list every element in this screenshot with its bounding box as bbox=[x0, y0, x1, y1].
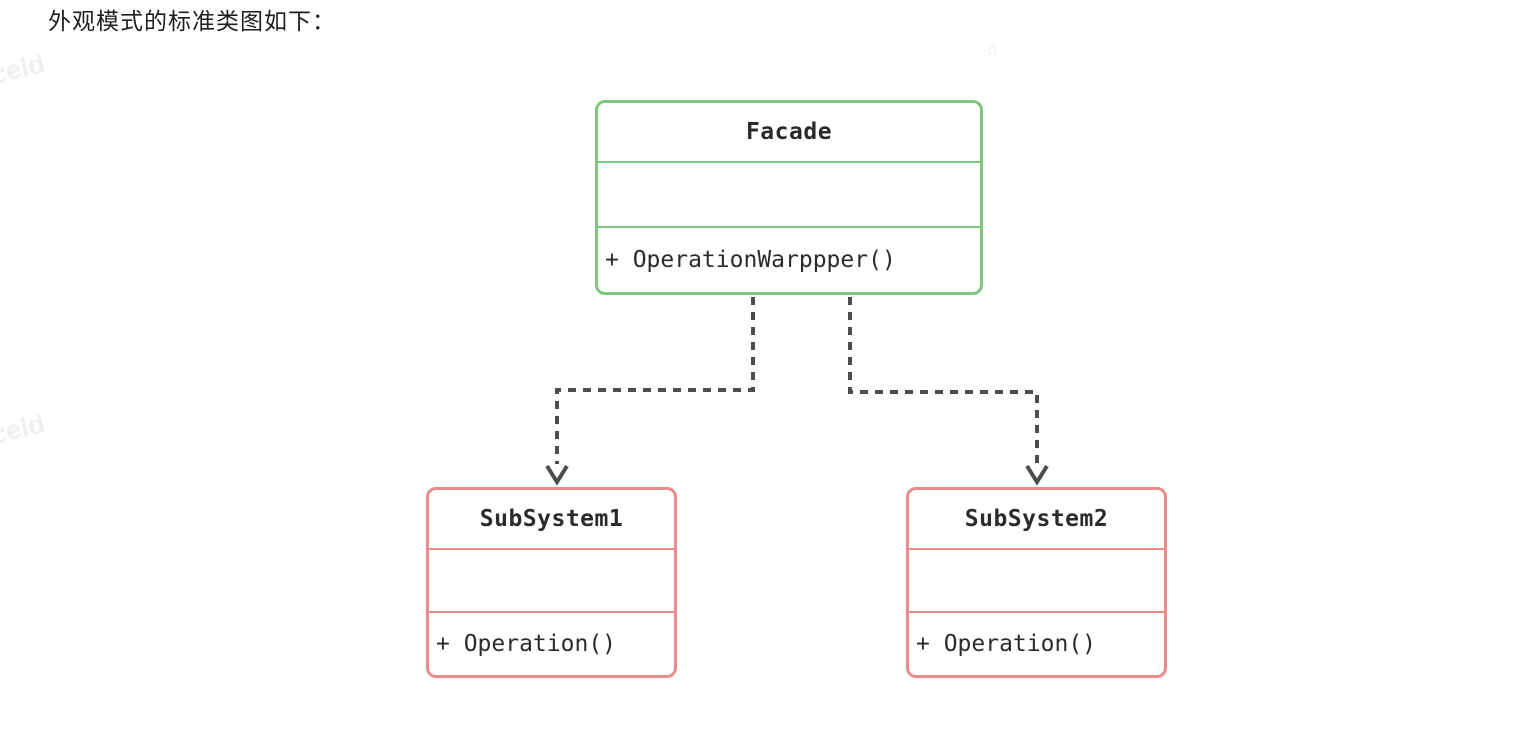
watermark-text: celd bbox=[0, 47, 48, 91]
facade-to-subsystem2-dashed-line bbox=[848, 297, 1039, 464]
facade-class-box: Facade + OperationWarppper() bbox=[595, 100, 983, 295]
subsystem1-attributes-section bbox=[429, 548, 674, 613]
subsystem1-method-label: + Operation() bbox=[436, 631, 617, 657]
subsystem2-class-name: SubSystem2 bbox=[964, 506, 1109, 532]
facade-class-name: Facade bbox=[745, 119, 833, 145]
facade-attributes-section bbox=[598, 161, 980, 228]
subsystem2-arrowhead-icon bbox=[1025, 464, 1049, 486]
subsystem2-method-label: + Operation() bbox=[916, 631, 1097, 657]
page-title: 外观模式的标准类图如下： bbox=[48, 8, 336, 34]
facade-method-label: + OperationWarppper() bbox=[605, 247, 896, 273]
watermark-fragment: ·d bbox=[980, 40, 999, 61]
facade-to-subsystem1-dashed-line bbox=[555, 297, 755, 464]
subsystem1-class-name: SubSystem1 bbox=[479, 506, 624, 532]
subsystem2-attributes-section bbox=[909, 548, 1164, 613]
watermark-text: celd bbox=[0, 407, 48, 451]
subsystem1-class-box: SubSystem1 + Operation() bbox=[426, 487, 677, 678]
subsystem1-arrowhead-icon bbox=[545, 464, 569, 486]
subsystem2-class-box: SubSystem2 + Operation() bbox=[906, 487, 1167, 678]
